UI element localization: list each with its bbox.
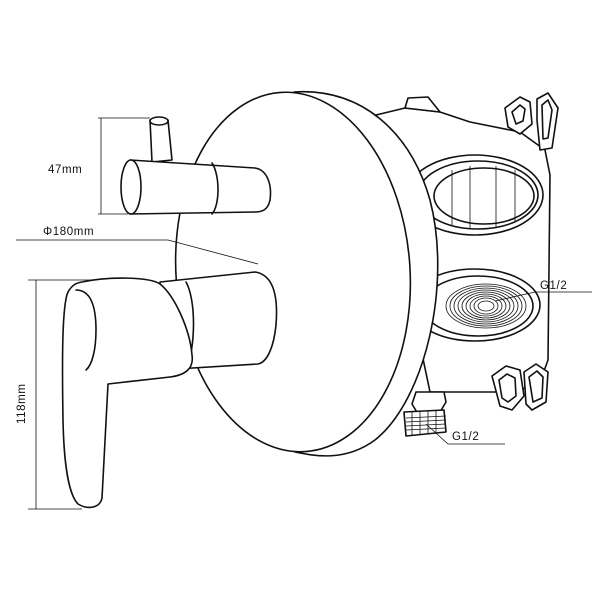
side-outlet-label: G1/2 bbox=[540, 280, 567, 292]
diverter-knob bbox=[120, 116, 272, 215]
dim-118mm-label: 118mm bbox=[16, 384, 28, 425]
upper-port bbox=[406, 154, 544, 236]
lever-handle bbox=[61, 271, 278, 509]
wall-plate bbox=[174, 91, 439, 457]
dimension-118mm: 118mm bbox=[16, 279, 92, 510]
bottom-outlet bbox=[403, 391, 447, 437]
callout-side-outlet: G1/2 bbox=[494, 280, 592, 302]
dimension-47mm: 47mm bbox=[48, 117, 150, 215]
dim-47mm-label: 47mm bbox=[48, 164, 82, 176]
callout-bottom-outlet: G1/2 bbox=[425, 423, 505, 445]
dim-diameter-label: Φ180mm bbox=[43, 226, 94, 238]
dimension-diameter: Φ180mm bbox=[16, 226, 259, 265]
bottom-outlet-label: G1/2 bbox=[452, 431, 479, 443]
threaded-port bbox=[409, 268, 541, 342]
